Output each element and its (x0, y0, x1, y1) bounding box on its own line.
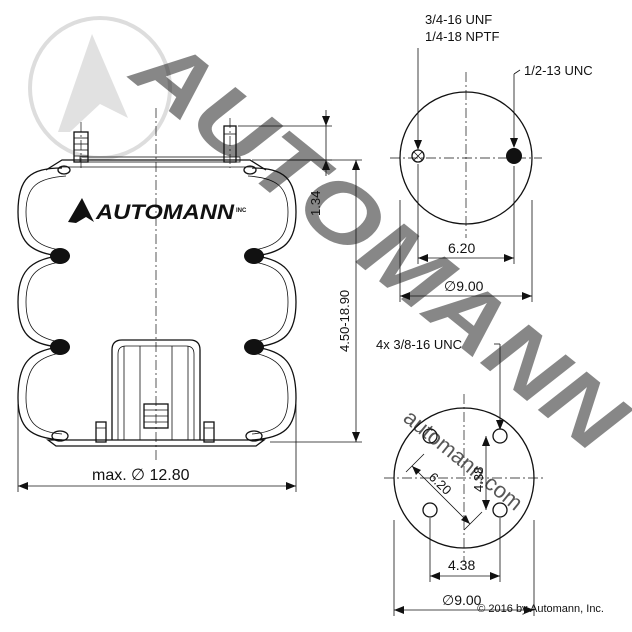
air-inlet-fitting (411, 149, 425, 163)
bottom-dim-diagonal: 6.20 (426, 469, 455, 497)
top-plate-view: 3/4-16 UNF 1/4-18 NPTF 1/2-13 UNC 6.20 ∅… (390, 12, 593, 302)
dim-max-diameter-label: max. ∅ 12.80 (92, 467, 190, 484)
mounting-stud-left (73, 122, 89, 168)
watermark-logo (28, 16, 172, 160)
dim-max-diameter: max. ∅ 12.80 (17, 404, 297, 492)
bottom-plate-view: 4x 3/8-16 UNC 4.38 6.20 4.38 ∅9.00 (376, 337, 544, 616)
brand-label-reg: INC (236, 208, 247, 214)
girdle-ring-left-lower (50, 339, 70, 355)
girdle-ring-right-upper (244, 248, 264, 264)
mounting-hole-top-right (492, 428, 508, 444)
girdle-ring-left-upper (50, 248, 70, 264)
callout-inlet-2: 1/4-18 NPTF (425, 29, 499, 44)
bottom-plate (46, 421, 266, 447)
callout-inlet-1: 3/4-16 UNF (425, 12, 492, 27)
bottom-dim-diameter: ∅9.00 (442, 592, 482, 608)
mounting-hole-bottom-right (492, 502, 508, 518)
bottom-dim-horizontal: 4.38 (448, 557, 475, 573)
mounting-stud-hole (506, 148, 522, 164)
watermark: AUTOMANN automann.com © 2016 by Automann… (28, 14, 632, 615)
bellows (17, 165, 297, 442)
watermark-brand: AUTOMANN (114, 14, 632, 472)
callout-stud: 1/2-13 UNC (524, 63, 593, 78)
girdle-ring-right-lower (244, 339, 264, 355)
dim-height: 4.50-18.90 (270, 159, 362, 443)
brand-label-text: AUTOMANN (95, 201, 235, 224)
copyright-text: © 2016 by Automann, Inc. (477, 603, 604, 615)
dim-height-label: 4.50-18.90 (337, 290, 352, 352)
top-dim-spacing: 6.20 (448, 240, 475, 256)
brand-logo-icon (68, 198, 94, 223)
side-view: AUTOMANN INC (17, 108, 362, 492)
mounting-hole-top-left (422, 428, 438, 444)
mounting-hole-bottom-left (422, 502, 438, 518)
mounting-stud-right (223, 118, 237, 168)
bottom-dim-vertical: 4.38 (471, 467, 486, 492)
callout-holes: 4x 3/8-16 UNC (376, 337, 462, 352)
dim-stud-offset-label: 1.34 (308, 191, 323, 216)
brand-label: AUTOMANN INC (68, 198, 247, 224)
top-dim-diameter: ∅9.00 (444, 278, 484, 294)
